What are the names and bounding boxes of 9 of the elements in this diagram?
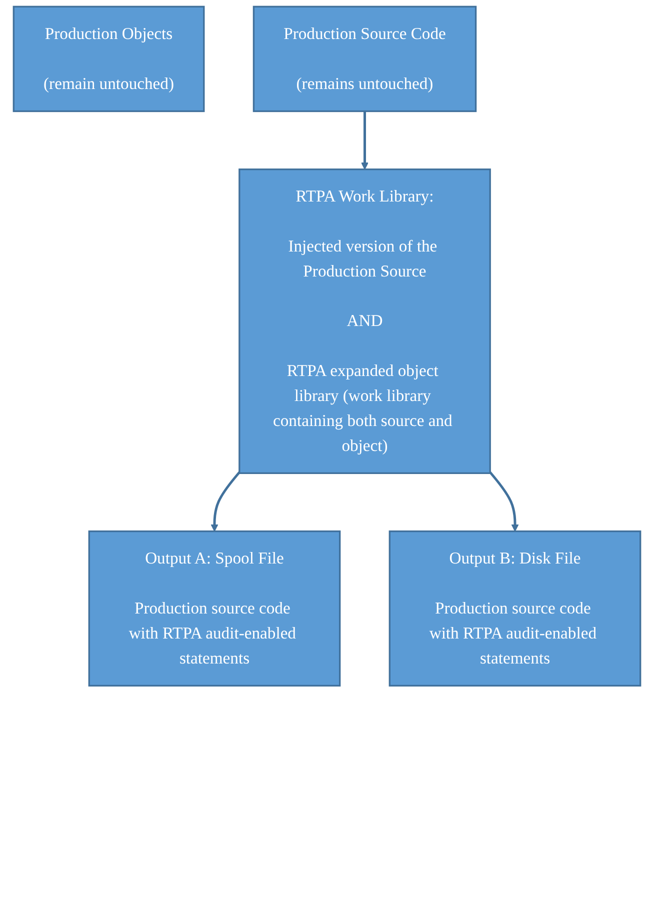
arrow	[361, 111, 368, 170]
arrow	[489, 471, 519, 532]
flowchart: Production Objects (remain untouched) Production Source Code (remains untouched) RTPA Work Library: Injected version of the Production Source AND RTPA expanded object library (work library containing both source and object) Output A: Spool File Production source code with RTPA audit-enabled statements Output B: Disk File Production source code with RTPA audit-enabled statements	[7, 0, 647, 692]
node-box	[388, 530, 642, 687]
node-box	[238, 168, 491, 474]
node-box	[252, 6, 477, 112]
arrow	[210, 471, 240, 532]
node-box	[12, 6, 205, 112]
node-box	[88, 530, 341, 687]
